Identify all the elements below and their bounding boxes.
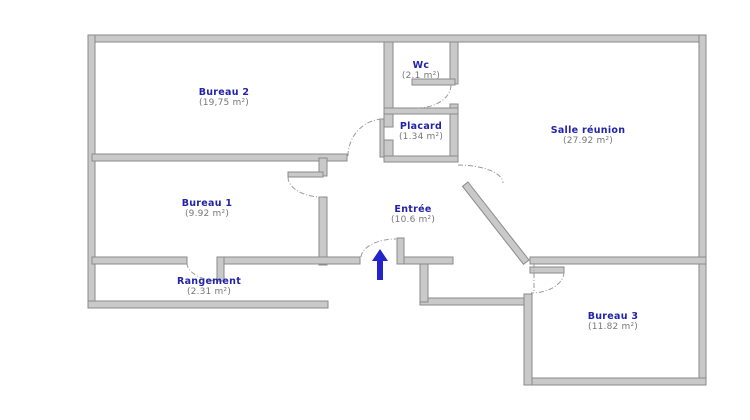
door-leaf-bureau2 — [379, 118, 385, 158]
door-leaf-bureau3 — [529, 266, 565, 274]
room-label-entree: Entrée (10.6 m²) — [391, 204, 435, 226]
room-area: (10.6 m²) — [390, 215, 436, 225]
door-arcs — [186, 84, 565, 294]
room-area: (27.92 m²) — [562, 136, 614, 146]
wall-entree-step — [419, 263, 429, 303]
room-area: (11.82 m²) — [587, 322, 639, 332]
room-area: (2.1 m²) — [401, 71, 441, 81]
entrance-arrow-icon — [372, 249, 388, 280]
door-arc-bureau3 — [530, 271, 565, 294]
wall-bureau2-bureau1 — [91, 153, 348, 162]
exterior-walls — [87, 34, 707, 386]
room-label-wc: Wc (2.1 m²) — [402, 60, 440, 82]
room-name: Salle réunion — [550, 125, 626, 136]
wall-bureau1-rangement-left — [91, 256, 188, 265]
room-area: (1.34 m²) — [398, 132, 444, 142]
room-name: Placard — [399, 121, 443, 132]
room-name: Bureau 3 — [587, 311, 639, 322]
room-label-bureau1: Bureau 1 (9.92 m²) — [182, 198, 233, 220]
room-label-bureau2: Bureau 2 (19,75 m²) — [199, 87, 250, 109]
wall-salle-diagonal — [461, 181, 530, 266]
wall-wc-left — [383, 41, 394, 128]
wall-wc-right — [449, 41, 459, 85]
wall-placard-top — [383, 107, 459, 115]
door-arc-wc — [416, 84, 452, 109]
room-name: Bureau 1 — [181, 198, 233, 209]
door-arc-salle-reunion — [457, 164, 504, 184]
room-name: Bureau 2 — [198, 87, 250, 98]
room-label-placard: Placard (1.34 m²) — [399, 121, 443, 143]
room-name: Entrée — [394, 204, 432, 215]
room-label-rangement: Rangement (2.31 m²) — [177, 276, 241, 298]
wall-bureau3-left — [523, 293, 533, 386]
room-name: Rangement — [176, 276, 242, 287]
room-area: (9.92 m²) — [184, 209, 230, 219]
room-label-bureau3: Bureau 3 (11.82 m²) — [588, 311, 639, 333]
door-leaf-entrance — [396, 237, 405, 265]
wall-salle-bureau3 — [529, 256, 707, 265]
door-leaf-wc — [411, 78, 456, 86]
interior-walls — [91, 41, 707, 386]
room-name: Wc — [412, 60, 430, 71]
door-arc-bureau1 — [287, 176, 323, 198]
wall-bureau1-right-lower — [318, 196, 328, 266]
room-area: (19,75 m²) — [198, 98, 250, 108]
door-leaf-bureau1 — [287, 171, 324, 178]
door-arc-rangement — [186, 262, 222, 282]
door-arc-entrance — [360, 238, 397, 258]
wall-placard-bottom — [383, 155, 459, 163]
door-arc-bureau2 — [347, 118, 384, 157]
room-area: (2.31 m²) — [186, 287, 232, 297]
wall-bureau1-rangement-right — [223, 256, 361, 265]
door-leaves — [216, 78, 565, 282]
room-label-salle-reunion: Salle réunion (27.92 m²) — [551, 125, 626, 147]
wall-entree-bottom-right — [403, 256, 454, 265]
